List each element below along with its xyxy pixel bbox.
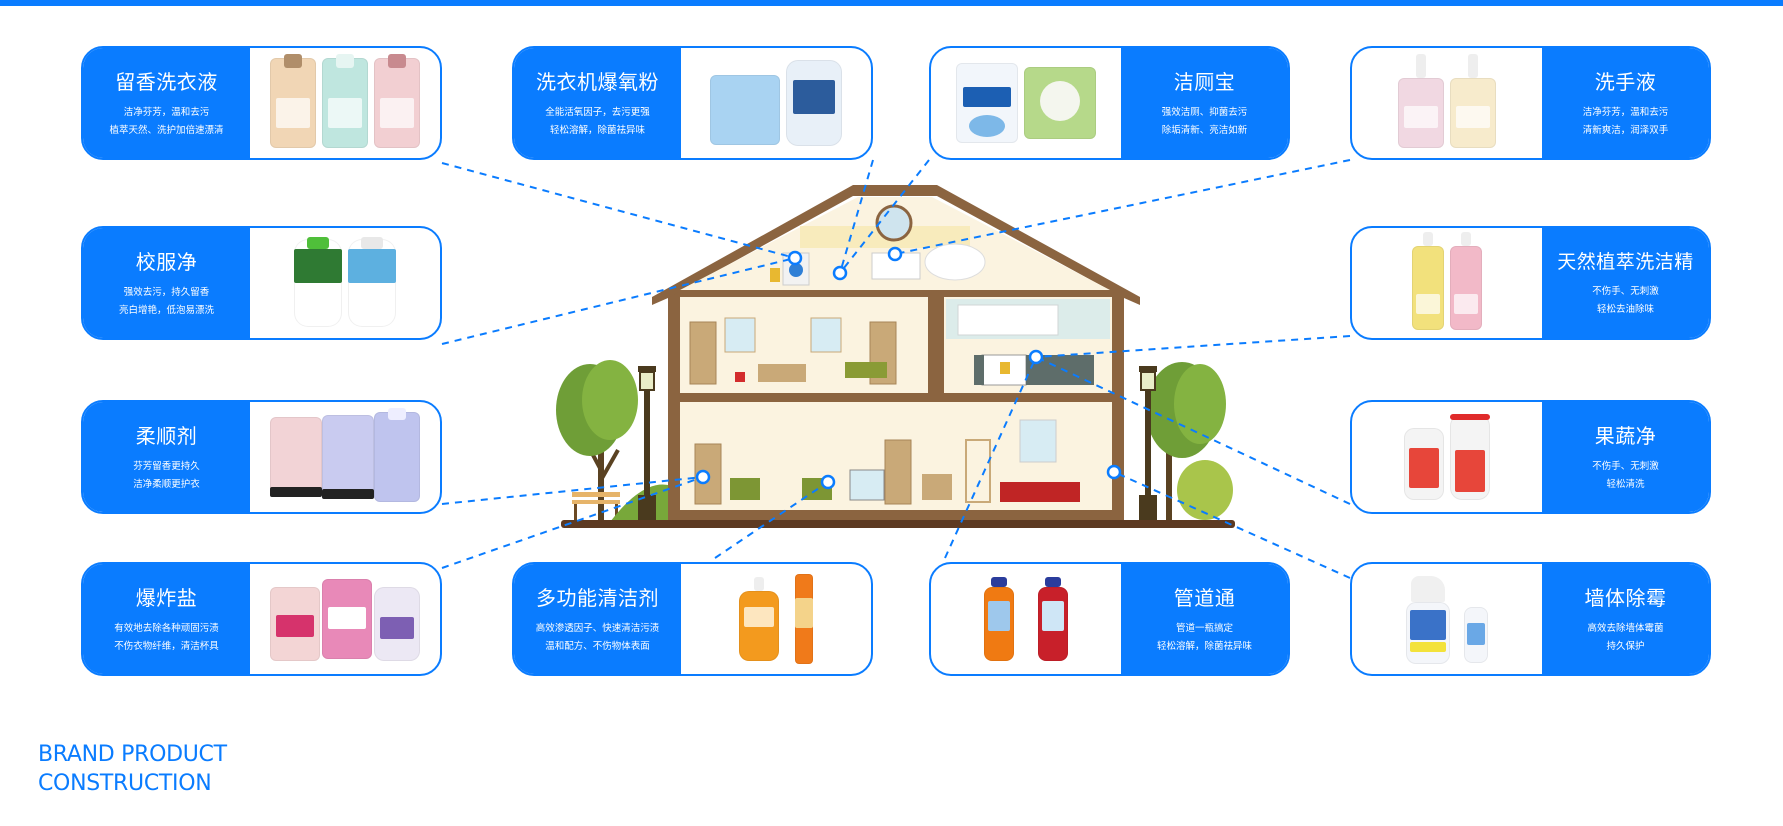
laundry-bottles-icon [250, 48, 440, 158]
house-cutaway-icon [556, 185, 1235, 528]
card-desc-line: 不伤手、无刺激 [1592, 461, 1659, 472]
product-card-plant-dish-soap[interactable]: 天然植萃洗洁精 不伤手、无刺激 轻松去油除味 [1350, 226, 1711, 340]
card-text-panel: 洗衣机爆氧粉 全能活氧因子，去污更强 轻松溶解，除菌祛异味 [514, 48, 681, 158]
product-card-washing-machine-oxygen-powder[interactable]: 洗衣机爆氧粉 全能活氧因子，去污更强 轻松溶解，除菌祛异味 [512, 46, 873, 160]
hotspot-icon [820, 474, 836, 490]
card-text-panel: 洗手液 洁净芬芳，温和去污 清新爽洁，润泽双手 [1542, 48, 1709, 158]
card-title: 留香洗衣液 [115, 70, 218, 94]
card-title: 天然植萃洗洁精 [1557, 251, 1694, 273]
card-title: 管道通 [1173, 586, 1236, 610]
product-card-fragrance-laundry-liquid[interactable]: 留香洗衣液 洁净芬芳，温和去污 植萃天然、洗护加倍速漂清 [81, 46, 442, 160]
card-title: 果蔬净 [1594, 424, 1657, 448]
card-text-panel: 柔顺剂 芬芳留香更持久 洁净柔顺更护衣 [83, 402, 250, 512]
card-text-panel: 校服净 强效去污，持久留香 亮白增艳，低泡易漂洗 [83, 228, 250, 338]
hotspot-icon [695, 469, 711, 485]
card-desc-line: 持久保护 [1606, 641, 1645, 652]
product-card-multi-purpose-cleaner[interactable]: 多功能清洁剂 高效渗透因子、快速清洁污渍 温和配方、不伤物体表面 [512, 562, 873, 676]
hotspot-icon [1106, 464, 1122, 480]
card-desc-line: 强效洁厕、抑菌去污 [1161, 107, 1248, 118]
card-text-panel: 果蔬净 不伤手、无刺激 轻松清洗 [1542, 402, 1709, 512]
card-desc-line: 管道一瓶搞定 [1175, 623, 1233, 634]
card-desc-line: 高效渗透因子、快速清洁污渍 [535, 623, 660, 634]
drain-cleaner-bottles-icon [931, 564, 1121, 674]
card-title: 柔顺剂 [135, 424, 198, 448]
fruit-veg-canisters-icon [1352, 402, 1542, 512]
card-desc-line: 除垢清新、亮洁如新 [1161, 125, 1248, 136]
street-lamp-icon [1139, 366, 1157, 522]
pump-bottles-icon [1352, 48, 1542, 158]
card-text-panel: 爆炸盐 有效地去除各种顽固污渍 不伤衣物纤维，清洁杯具 [83, 564, 250, 674]
card-desc-line: 不伤手、无刺激 [1592, 286, 1659, 297]
card-desc-line: 洁净芬芳，温和去污 [123, 107, 210, 118]
card-desc-line: 有效地去除各种顽固污渍 [114, 623, 219, 634]
cleaner-bottle-and-spray-icon [681, 564, 871, 674]
card-title: 校服净 [135, 250, 198, 274]
tree-icon [556, 360, 638, 522]
card-desc-line: 洁净柔顺更护衣 [133, 479, 200, 490]
card-desc-line: 轻松溶解，除菌祛异味 [1156, 641, 1252, 652]
street-lamp-icon [638, 366, 656, 522]
card-title: 洗衣机爆氧粉 [536, 70, 659, 94]
mold-spray-bottles-icon [1352, 564, 1542, 674]
heading-line-1: BRAND PRODUCT [38, 742, 227, 767]
product-card-hand-wash[interactable]: 洗手液 洁净芬芳，温和去污 清新爽洁，润泽双手 [1350, 46, 1711, 160]
softener-pouches-icon [250, 402, 440, 512]
top-accent-bar [0, 0, 1783, 6]
brand-product-construction-heading: BRAND PRODUCT CONSTRUCTION [38, 740, 227, 798]
shirt-shaped-bottles-icon [250, 228, 440, 338]
card-desc-line: 洁净芬芳，温和去污 [1582, 107, 1669, 118]
hotspot-icon [1028, 349, 1044, 365]
product-card-fabric-softener[interactable]: 柔顺剂 芬芳留香更持久 洁净柔顺更护衣 [81, 400, 442, 514]
product-card-oxygen-bleach-salt[interactable]: 爆炸盐 有效地去除各种顽固污渍 不伤衣物纤维，清洁杯具 [81, 562, 442, 676]
powder-box-and-canister-icon [681, 48, 871, 158]
card-title: 洁厕宝 [1173, 70, 1236, 94]
heading-line-2: CONSTRUCTION [38, 771, 212, 796]
card-desc-line: 芬芳留香更持久 [133, 461, 200, 472]
card-title: 墙体除霉 [1584, 586, 1667, 610]
hotspot-icon [887, 246, 903, 262]
product-card-toilet-cleaner[interactable]: 洁厕宝 强效洁厕、抑菌去污 除垢清新、亮洁如新 [929, 46, 1290, 160]
card-text-panel: 洁厕宝 强效洁厕、抑菌去污 除垢清新、亮洁如新 [1121, 48, 1288, 158]
card-desc-line: 全能活氧因子，去污更强 [545, 107, 650, 118]
hotspot-icon [832, 265, 848, 281]
card-desc-line: 温和配方、不伤物体表面 [545, 641, 650, 652]
card-title: 洗手液 [1594, 70, 1657, 94]
card-desc-line: 高效去除墙体霉菌 [1587, 623, 1664, 634]
tree-icon [1146, 362, 1233, 522]
toilet-block-packs-icon [931, 48, 1121, 158]
bleach-salt-tubs-icon [250, 564, 440, 674]
card-text-panel: 天然植萃洗洁精 不伤手、无刺激 轻松去油除味 [1542, 228, 1709, 338]
connector-lines [441, 159, 1351, 579]
product-card-drain-cleaner[interactable]: 管道通 管道一瓶搞定 轻松溶解，除菌祛异味 [929, 562, 1290, 676]
card-desc-line: 亮白增艳，低泡易漂洗 [118, 305, 214, 316]
card-desc-line: 轻松清洗 [1606, 479, 1645, 490]
hotspot-icon [787, 250, 803, 266]
card-text-panel: 墙体除霉 高效去除墙体霉菌 持久保护 [1542, 564, 1709, 674]
card-text-panel: 管道通 管道一瓶搞定 轻松溶解，除菌祛异味 [1121, 564, 1288, 674]
card-desc-line: 轻松溶解，除菌祛异味 [549, 125, 645, 136]
bench-icon [572, 492, 620, 522]
card-desc-line: 清新爽洁，润泽双手 [1582, 125, 1669, 136]
card-desc-line: 不伤衣物纤维，清洁杯具 [114, 641, 219, 652]
card-title: 爆炸盐 [135, 586, 198, 610]
card-desc-line: 轻松去油除味 [1596, 304, 1654, 315]
product-card-fruit-veg-cleaner[interactable]: 果蔬净 不伤手、无刺激 轻松清洗 [1350, 400, 1711, 514]
card-desc-line: 植萃天然、洗护加倍速漂清 [109, 125, 224, 136]
card-text-panel: 多功能清洁剂 高效渗透因子、快速清洁污渍 温和配方、不伤物体表面 [514, 564, 681, 674]
card-desc-line: 强效去污，持久留香 [123, 287, 210, 298]
hotspot-markers [695, 246, 1122, 490]
product-card-wall-mold-remover[interactable]: 墙体除霉 高效去除墙体霉菌 持久保护 [1350, 562, 1711, 676]
dish-soap-bottles-icon [1352, 228, 1542, 338]
product-card-school-uniform-cleaner[interactable]: 校服净 强效去污，持久留香 亮白增艳，低泡易漂洗 [81, 226, 442, 340]
card-title: 多功能清洁剂 [536, 586, 659, 610]
card-text-panel: 留香洗衣液 洁净芬芳，温和去污 植萃天然、洗护加倍速漂清 [83, 48, 250, 158]
